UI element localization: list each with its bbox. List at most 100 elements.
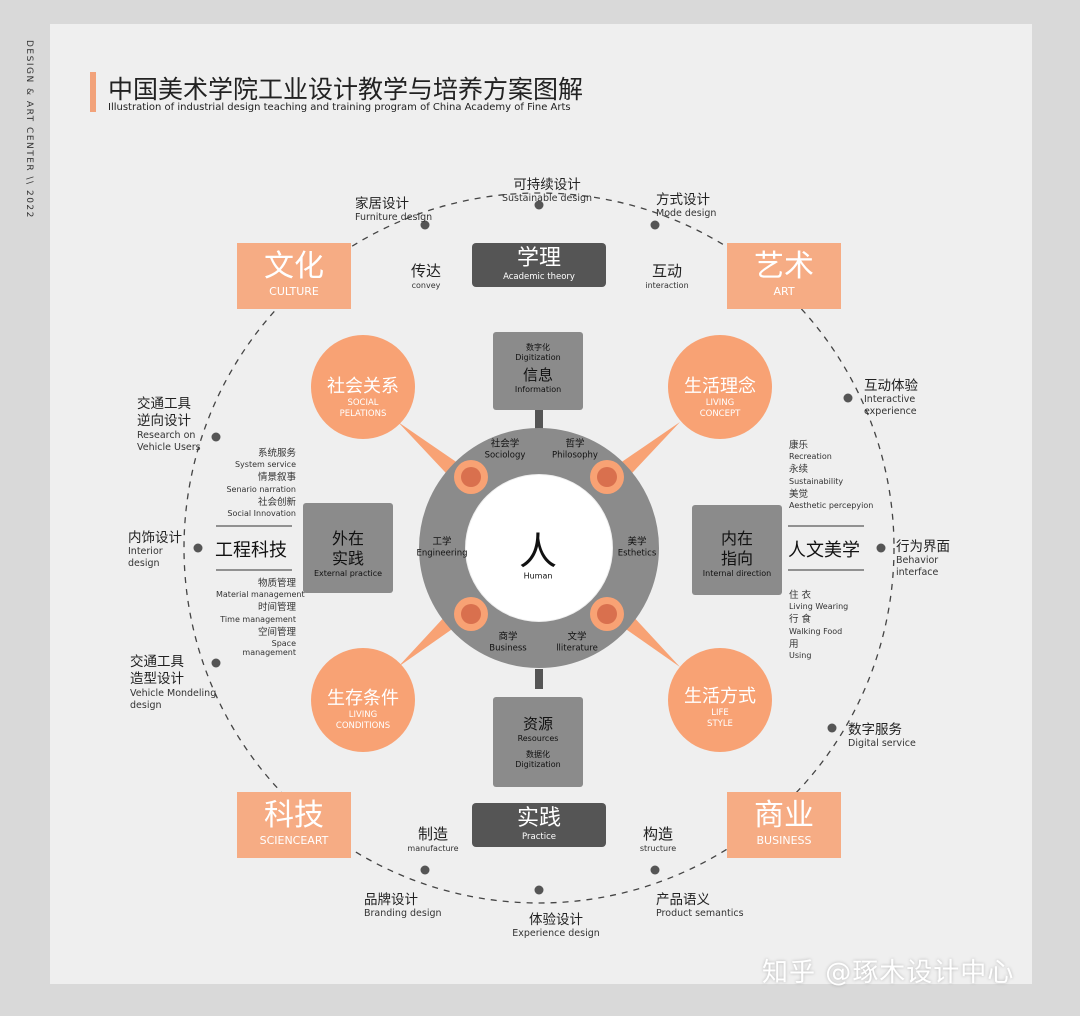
hum-bottom-item-en: Using (789, 651, 812, 661)
hum-top-item: 康乐 Recreation (789, 440, 873, 461)
eng-top-item-zh: 情景叙事 (257, 472, 296, 484)
side-label: DESIGN & ART CENTER \\ 2022 (24, 40, 34, 219)
ring-vehicle-research-en: Research on Vehicle Users (137, 430, 201, 454)
hum-bottom-item-zh: 用 (789, 638, 799, 650)
ring-business: 商学 Business (489, 632, 526, 655)
corner-art: 艺术 ART (727, 243, 841, 309)
eng-top-item: 系统服务 System service (216, 448, 296, 469)
axis-theory: 学理 Academic theory (472, 243, 606, 287)
ring-vehicle-modeling: 交通工具造型设计 Vehicle Mondeling design (130, 654, 216, 713)
ring-experience-en: Experience design (512, 928, 600, 939)
eng-bottom-item: 空间管理 Space management (216, 627, 296, 657)
hum-bottom-item-zh: 行 食 (789, 614, 812, 626)
ring-sociology-en: Sociology (484, 450, 526, 461)
ring-dots (193, 200, 886, 895)
corner-culture: 文化 CULTURE (237, 243, 351, 309)
label-convey: 传达 convey (411, 260, 441, 290)
ring-dot-mode (650, 220, 660, 230)
corner-business-en: BUSINESS (756, 834, 812, 847)
ring-branding-zh: 品牌设计 (364, 892, 418, 908)
ring-business-zh: 商学 (498, 631, 518, 643)
petal-lifestyle (668, 648, 772, 752)
eng-bottom-item-en: Space management (242, 639, 296, 658)
eng-bottom-item-zh: 时间管理 (257, 602, 296, 614)
ring-product-semantics-en: Product semantics (656, 908, 744, 919)
corner-art-en: ART (773, 285, 795, 298)
ring-digital-service: 数字服务 Digital service (848, 718, 916, 750)
petal-social-zh: 社会关系 (327, 376, 399, 397)
connector-top (535, 410, 543, 434)
eng-top-item-en: Social Innovation (227, 509, 296, 519)
corner-business-zh: 商业 (754, 798, 814, 833)
petal-survival-label: 生存条件 LIVING CONDITIONS (327, 688, 399, 732)
petal-lifestyle-zh: 生活方式 (684, 686, 756, 707)
petal-social-label: 社会关系 SOCIAL PELATIONS (327, 376, 399, 420)
petal-survival-en: LIVING CONDITIONS (335, 710, 391, 731)
box-resources-sub-zh: 数据化 (526, 750, 550, 759)
ring-experience-zh: 体验设计 (528, 912, 583, 928)
ring-dot-interactive (843, 393, 853, 403)
petal-anchor-inner-2 (597, 467, 617, 487)
label-convey-en: convey (411, 281, 441, 290)
ring-dot-vehicle-research (211, 432, 221, 442)
hum-top-item-en: Sustainability (789, 476, 844, 486)
ring-dot-furniture (420, 220, 430, 230)
box-information-zh: 信息 (522, 366, 553, 384)
petal-survival (311, 648, 415, 752)
ring-behavior-en: Behavior interface (896, 555, 939, 579)
ring-esthetics-zh: 美学 (627, 536, 647, 548)
ring-engineering-zh: 工学 (432, 536, 452, 548)
ring-experience: 体验设计 Experience design (512, 908, 600, 940)
box-information: 数字化 Digitization 信息 Information (493, 332, 583, 410)
connector-bottom (535, 669, 543, 689)
ring-business-en: Business (489, 643, 527, 654)
hum-bottom-item-en: Walking Food (789, 626, 843, 636)
ring-literature-en: lliterature (556, 643, 598, 654)
ring-mode: 方式设计 Mode design (656, 188, 716, 220)
hum-top-item-zh: 美觉 (789, 488, 809, 500)
ring-philosophy-zh: 哲学 (565, 438, 585, 450)
axis-practice: 实践 Practice (472, 803, 606, 847)
petal-anchor-inner-3 (461, 604, 481, 624)
eng-bottom-item-en: Time management (220, 614, 296, 624)
box-information-sub-zh: 数字化 (526, 343, 550, 352)
hum-bottom-item: 住 衣 Living Wearing (789, 590, 848, 611)
eng-top-item-en: System service (234, 460, 296, 470)
humanities-bottom: 住 衣 Living Wearing 行 食 Walking Food 用 Us… (789, 590, 848, 660)
box-external: 外在实践 External practice (303, 503, 393, 593)
box-resources-zh: 资源 (522, 715, 553, 733)
ring-dot-behavior (876, 543, 886, 553)
corner-science-zh: 科技 (264, 798, 324, 833)
label-structure-zh: 构造 (642, 825, 673, 843)
humanities-title: 人文美学 (788, 540, 860, 561)
watermark: 知乎 @琢木设计中心 (762, 958, 1015, 988)
ring-literature: 文学 lliterature (556, 632, 598, 655)
ring-product-semantics-zh: 产品语义 (656, 892, 710, 908)
axis-practice-zh: 实践 (516, 806, 561, 831)
corner-business: 商业 BUSINESS (727, 792, 841, 858)
label-manufacture-en: manufacture (407, 844, 459, 853)
eng-top-item-zh: 系统服务 (257, 448, 296, 459)
ring-branding-en: Branding design (364, 908, 442, 919)
petal-anchor-inner-4 (597, 604, 617, 624)
discipline-ring (419, 428, 659, 668)
petal-living-concept-label: 生活理念 LIVING CONCEPT (684, 376, 756, 420)
center-human-zh: 人 (518, 529, 558, 574)
ring-sustainable-zh: 可持续设计 (513, 177, 581, 193)
petal-social (311, 335, 415, 439)
ring-dot-interior (193, 543, 203, 553)
ring-interior-en: Interior design (128, 546, 163, 570)
label-structure: 构造 structure (640, 823, 676, 853)
ring-esthetics-en: Esthetics (617, 548, 657, 559)
ring-dot-branding (420, 865, 430, 875)
axis-theory-zh: 学理 (516, 246, 561, 271)
ring-digital-service-zh: 数字服务 (848, 722, 902, 738)
ring-vehicle-modeling-en: Vehicle Mondeling design (130, 688, 217, 712)
eng-top-item: 情景叙事 Senario narration (216, 472, 296, 493)
ring-sociology-zh: 社会学 (490, 438, 520, 450)
ring-philosophy-en: Philosophy (552, 450, 598, 461)
petal-anchor-inner-1 (461, 467, 481, 487)
ring-interior-zh: 内饰设计 (128, 530, 182, 546)
eng-top-item-zh: 社会创新 (257, 496, 296, 508)
